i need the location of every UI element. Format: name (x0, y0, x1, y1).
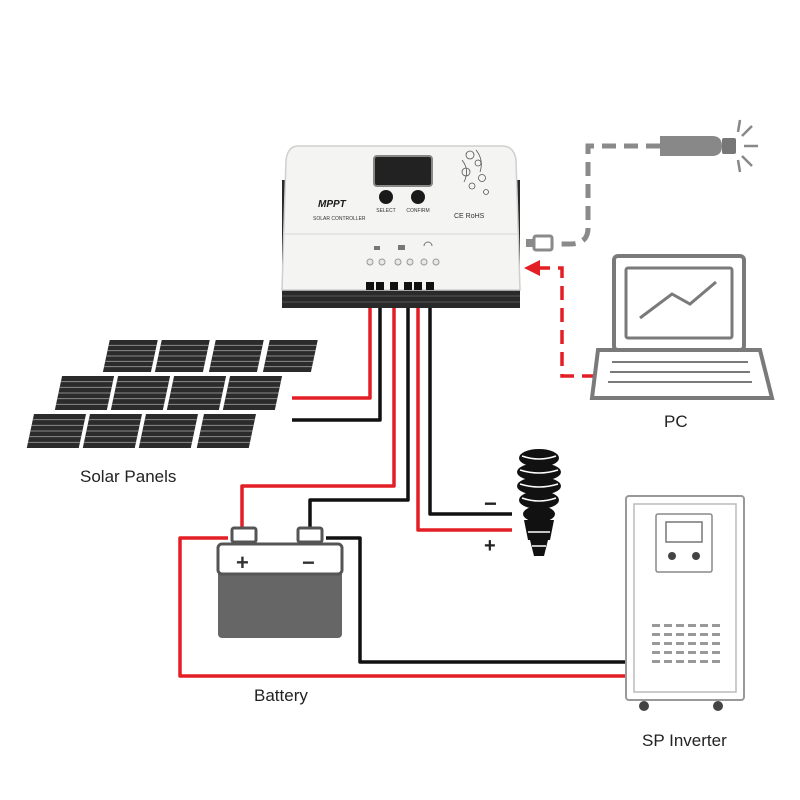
battery-icon (216, 526, 344, 638)
solar-negative-wire (292, 288, 382, 422)
load-positive-sign: + (484, 535, 496, 557)
lcd-screen (373, 155, 433, 187)
battery-negative-sign: − (302, 550, 315, 575)
confirm-button[interactable] (411, 190, 425, 204)
laptop-icon (589, 254, 775, 400)
mppt-controller: SELECT CONFIRM MPPT SOLAR CONTROLLER CE … (281, 145, 521, 308)
terminal-block (366, 282, 434, 290)
battery-positive-sign: + (236, 550, 249, 575)
inverter-negative-wire (326, 536, 626, 664)
select-label: SELECT (376, 208, 395, 214)
controller-brand: MPPT (318, 199, 347, 210)
solar-panels-label: Solar Panels (80, 467, 176, 486)
floral-decoration-icon (461, 149, 489, 195)
controller-subtitle: SOLAR CONTROLLER (313, 216, 366, 222)
cfl-bulb-icon (517, 449, 561, 556)
inverter-cabinet-icon (625, 495, 745, 711)
load-negative-wire (428, 288, 512, 516)
battery-negative-wire (308, 288, 410, 532)
cert-label: CE RoHS (454, 213, 485, 220)
sp-inverter-label: SP Inverter (642, 731, 727, 750)
pc-link (524, 260, 596, 378)
load-positive-wire (416, 288, 512, 532)
wires (178, 288, 626, 678)
pc-label: PC (664, 412, 688, 431)
solar-positive-wire (292, 288, 372, 400)
load-negative-sign: − (484, 491, 497, 516)
battery-label: Battery (254, 686, 308, 705)
status-leds (366, 258, 440, 266)
remote-link (526, 143, 660, 252)
select-button[interactable] (379, 190, 393, 204)
car-key-sensor-icon (660, 119, 758, 173)
status-icons (374, 241, 433, 250)
solar-panel-array-icon (26, 340, 318, 448)
battery-positive-wire (240, 288, 396, 532)
confirm-label: CONFIRM (406, 208, 429, 214)
inverter-positive-wire (178, 536, 626, 678)
